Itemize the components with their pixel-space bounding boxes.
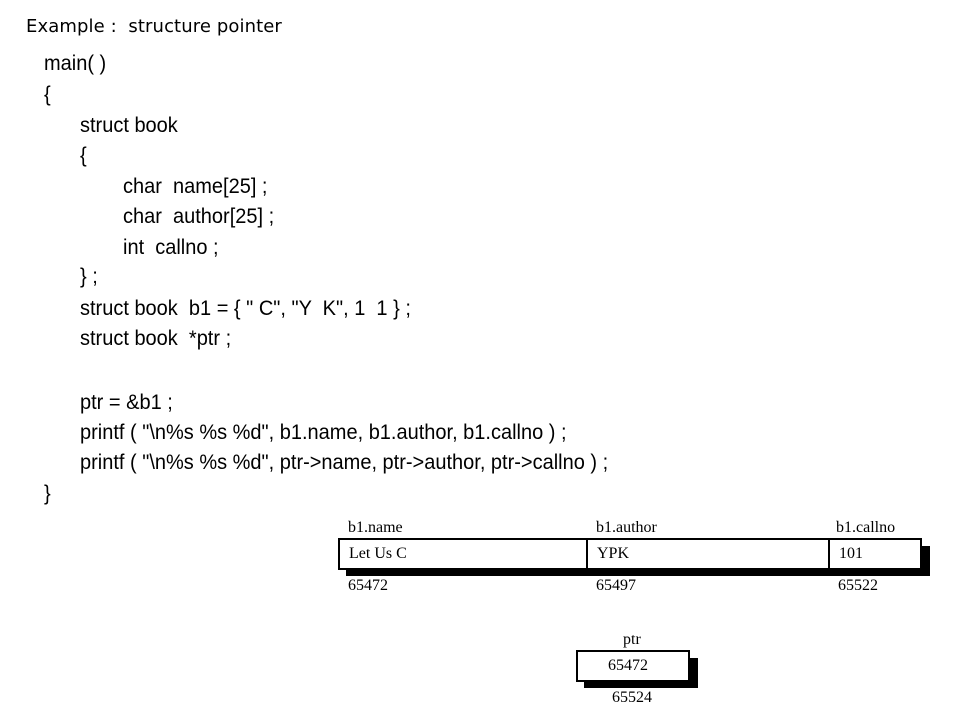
field-address-author: 65497 bbox=[596, 577, 636, 594]
field-label-author: b1.author bbox=[596, 519, 657, 536]
pointer-box: 65472 bbox=[576, 650, 690, 682]
code-line: } ; bbox=[80, 264, 98, 288]
field-label-name: b1.name bbox=[348, 519, 403, 536]
code-line: main( ) bbox=[44, 51, 107, 75]
field-address-callno: 65522 bbox=[838, 577, 878, 594]
code-line: struct book bbox=[80, 113, 178, 137]
code-line: printf ( "\n%s %s %d", ptr->name, ptr->a… bbox=[80, 450, 609, 474]
code-line: char author[25] ; bbox=[123, 204, 275, 228]
field-address-name: 65472 bbox=[348, 577, 388, 594]
field-label-callno: b1.callno bbox=[836, 519, 896, 536]
field-value-callno: 101 bbox=[839, 545, 863, 562]
code-line: ptr = &b1 ; bbox=[80, 390, 173, 414]
pointer-address: 65524 bbox=[612, 689, 652, 706]
field-value-author: YPK bbox=[588, 540, 830, 568]
code-line: struct book *ptr ; bbox=[80, 326, 232, 350]
code-line: printf ( "\n%s %s %d", b1.name, b1.autho… bbox=[80, 420, 567, 444]
code-line: struct book b1 = { " C", "Y K", 1 1 } ; bbox=[80, 296, 411, 320]
code-line: char name[25] ; bbox=[123, 174, 268, 198]
code-line: { bbox=[80, 143, 87, 167]
code-line: } bbox=[44, 481, 51, 505]
struct-box: Let Us C YPK 101 bbox=[338, 538, 922, 570]
code-line: int callno ; bbox=[123, 235, 219, 259]
slide-title: Example : structure pointer bbox=[26, 16, 282, 37]
field-value-name: Let Us C bbox=[340, 540, 588, 568]
pointer-value: 65472 bbox=[608, 657, 648, 674]
code-line: { bbox=[44, 82, 51, 106]
pointer-label: ptr bbox=[623, 631, 641, 648]
